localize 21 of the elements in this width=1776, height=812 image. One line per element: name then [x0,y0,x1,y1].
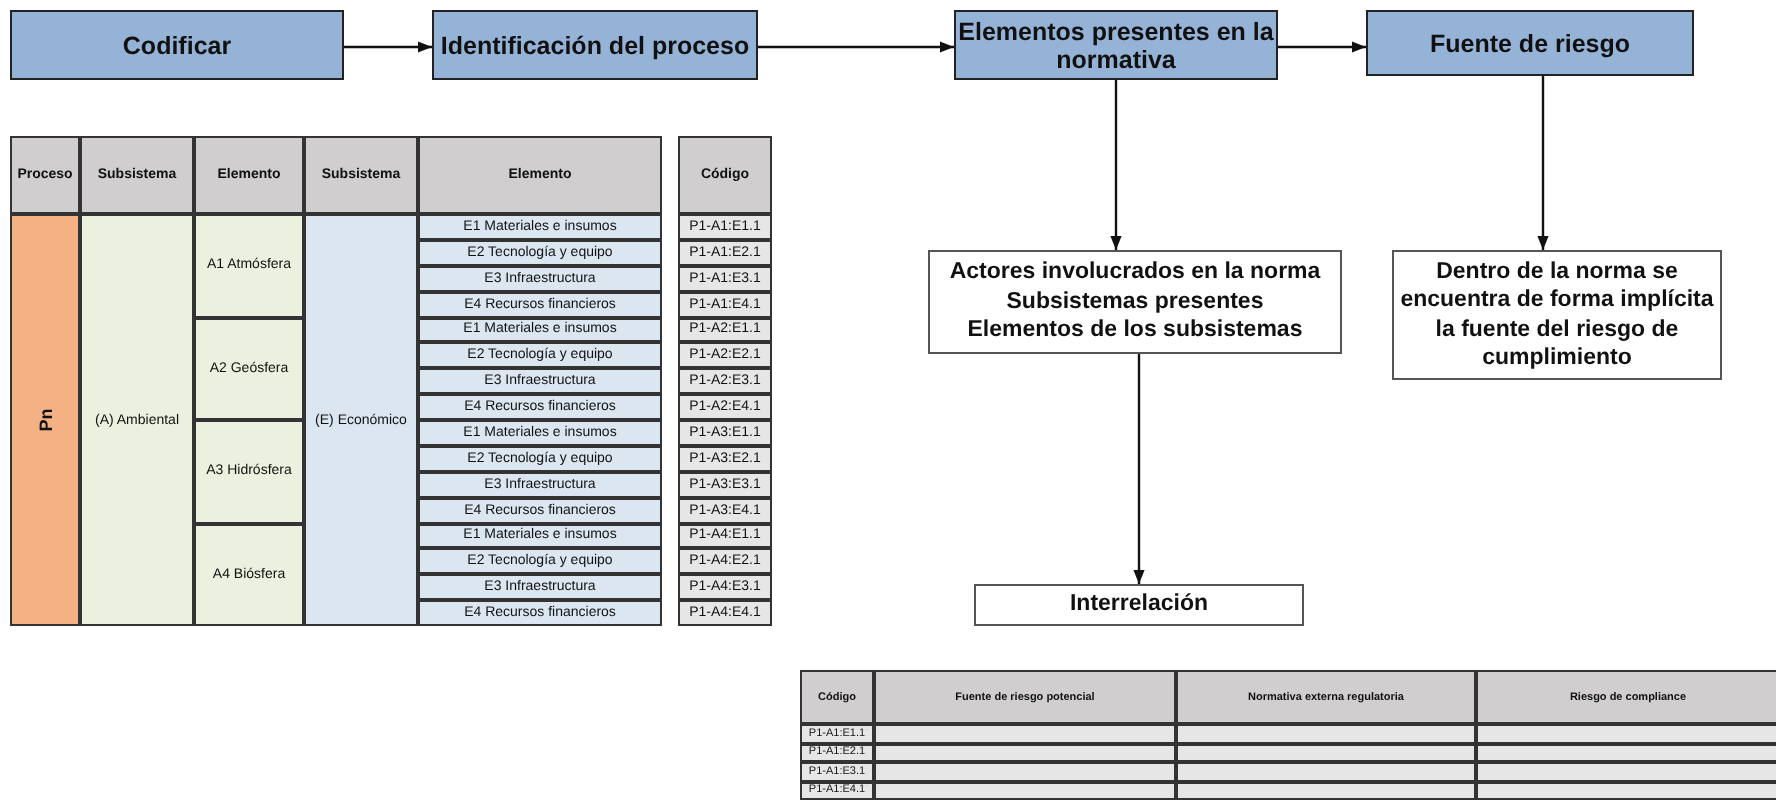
process-box [432,10,758,80]
text-box [974,584,1304,626]
arrow [758,41,954,53]
box-text: Codificar [122,31,232,59]
box-text: Dentro de la norma se encuentra de forma implícita la fuente del riesgo de cumplimiento [1398,257,1716,373]
box-text: Fuente de riesgo [1429,29,1631,57]
arrow [1133,354,1145,584]
process-label: Pn [35,408,55,432]
box-text: Subsistemas presentes [1006,287,1264,317]
arrow [1537,76,1549,250]
process-box [10,10,344,80]
box-text: Identificación del proceso [440,31,750,59]
box-text: Elementos presentes en la normativa [956,17,1276,73]
box-text: Elementos de los subsistemas [967,316,1303,346]
box-text: Interrelación [1069,590,1209,620]
arrow [344,41,432,53]
process-box [1366,10,1694,76]
arrow [1110,80,1122,250]
text-box [928,250,1342,354]
arrow [1278,41,1366,53]
box-text: Actores involucrados en la norma [949,258,1321,288]
